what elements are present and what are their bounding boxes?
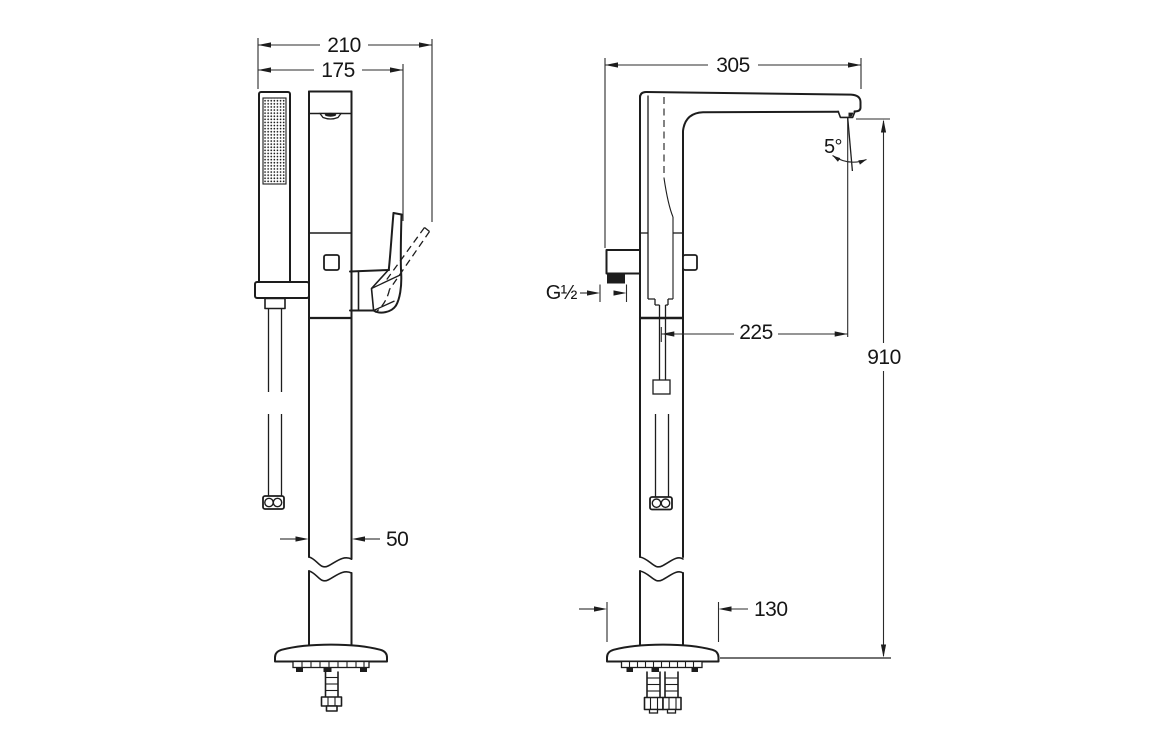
- dim-height: 910: [856, 118, 901, 658]
- dim-spout-reach: 225: [660, 321, 848, 344]
- shower-outlet-elbow: [605, 249, 641, 284]
- supply-pipes: [643, 671, 682, 714]
- diverter-button-side: [682, 254, 698, 271]
- dim-depth: 305: [604, 54, 862, 248]
- lever-handle: [349, 212, 431, 314]
- dim-hose-thread-label: G½: [546, 282, 578, 304]
- lever-alt-position-dashed: [375, 226, 431, 314]
- dim-spout-reach-label: 225: [739, 321, 773, 344]
- dim-spout-angle: 5°: [824, 117, 867, 337]
- right-base: [606, 643, 720, 714]
- shower-holder: [254, 281, 310, 299]
- dim-hose-thread: G½: [546, 282, 628, 304]
- dim-overall-width: 210: [257, 34, 433, 222]
- dim-overall-width-label: 210: [327, 34, 361, 57]
- spout-body: [639, 91, 862, 647]
- dim-base-width: 130: [579, 598, 788, 642]
- supply-pipe: [320, 671, 343, 712]
- spout-aerator: [318, 112, 343, 120]
- dim-column-width: 50: [280, 528, 409, 551]
- shower-hose: [262, 297, 286, 510]
- spout-tip-aerator: [837, 110, 856, 119]
- left-view: 210 175: [254, 34, 433, 712]
- dim-height-label: 910: [867, 346, 901, 369]
- base-plate-ticks: [301, 661, 365, 668]
- left-column: [308, 90, 353, 647]
- internal-hose: [648, 298, 673, 511]
- left-base: [274, 643, 388, 712]
- base-plate-ticks: [628, 661, 695, 668]
- diverter-button: [323, 254, 340, 271]
- dim-column-width-label: 50: [386, 528, 408, 551]
- dim-depth-label: 305: [716, 54, 750, 77]
- right-view: 305: [546, 54, 901, 714]
- dim-upper-width-label: 175: [321, 59, 355, 82]
- dim-base-width-label: 130: [754, 598, 788, 621]
- dim-upper-width: 175: [258, 59, 404, 221]
- dim-spout-angle-label: 5°: [824, 136, 842, 158]
- hand-shower: [258, 91, 291, 284]
